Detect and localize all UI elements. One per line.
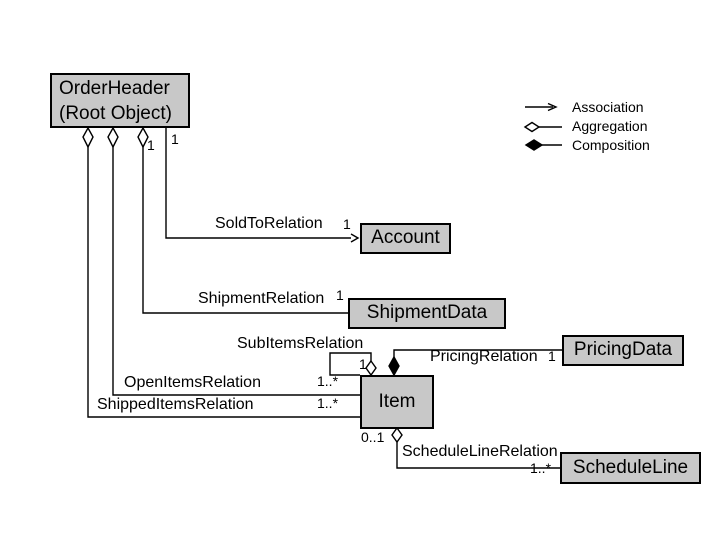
aggregation-diamond-icon [523,121,562,133]
class-box-order-header: OrderHeader (Root Object) [50,73,190,128]
open-items-relation-label: OpenItemsRelation [124,374,261,391]
sub-items-relation-label: SubItemsRelation [237,335,364,352]
shipment-header-multiplicity: 1 [147,137,155,153]
shipment-target-multiplicity: 1 [336,287,344,303]
aggregation-diamond-shipment [137,126,149,149]
open-items-target-multiplicity: 1..* [317,373,339,389]
aggregation-diamond-shipped-items [82,126,94,149]
sold-to-header-multiplicity: 1 [171,131,179,147]
shipment-connector [142,147,348,314]
schedule-line-title: ScheduleLine [572,456,689,478]
pricing-data-title: PricingData [573,339,673,361]
class-box-item: Item [360,375,434,429]
legend-composition-label: Composition [572,137,650,153]
class-box-pricing-data: PricingData [562,335,684,366]
order-header-title-line1: OrderHeader [59,77,170,99]
sub-items-loop-connector [329,352,372,376]
shipment-data-title: ShipmentData [366,302,488,324]
sold-to-connector [165,128,351,239]
open-items-connector [112,147,360,396]
association-arrow-icon [525,102,558,112]
class-box-shipment-data: ShipmentData [348,298,506,329]
class-box-schedule-line: ScheduleLine [560,452,701,484]
pricing-connector [393,349,562,357]
schedule-line-target-multiplicity: 1..* [530,460,552,476]
shipped-items-target-multiplicity: 1..* [317,395,339,411]
shipped-items-relation-label: ShippedItemsRelation [97,396,254,413]
composition-diamond-icon [524,139,562,151]
aggregation-diamond-sub-items [365,359,377,377]
composition-diamond-pricing [388,355,400,377]
schedule-line-source-multiplicity: 0..1 [361,429,385,445]
sub-items-parent-multiplicity: 1 [359,356,367,372]
legend-association-label: Association [572,99,644,115]
sold-to-relation-label: SoldToRelation [215,215,323,232]
order-header-title-line2: (Root Object) [59,102,172,124]
schedule-line-connector [396,442,560,469]
sold-to-target-multiplicity: 1 [343,216,351,232]
account-title: Account [371,227,440,249]
shipped-items-connector [87,147,360,418]
aggregation-diamond-open-items [107,126,119,149]
pricing-relation-label: PricingRelation [430,348,538,365]
legend-aggregation-label: Aggregation [572,118,648,134]
aggregation-diamond-schedule-line [391,426,403,444]
class-box-account: Account [360,223,451,254]
pricing-target-multiplicity: 1 [548,348,556,364]
schedule-line-relation-label: ScheduleLineRelation [402,443,558,460]
item-title: Item [378,390,416,412]
shipment-relation-label: ShipmentRelation [198,290,325,307]
association-arrowhead [350,233,360,243]
